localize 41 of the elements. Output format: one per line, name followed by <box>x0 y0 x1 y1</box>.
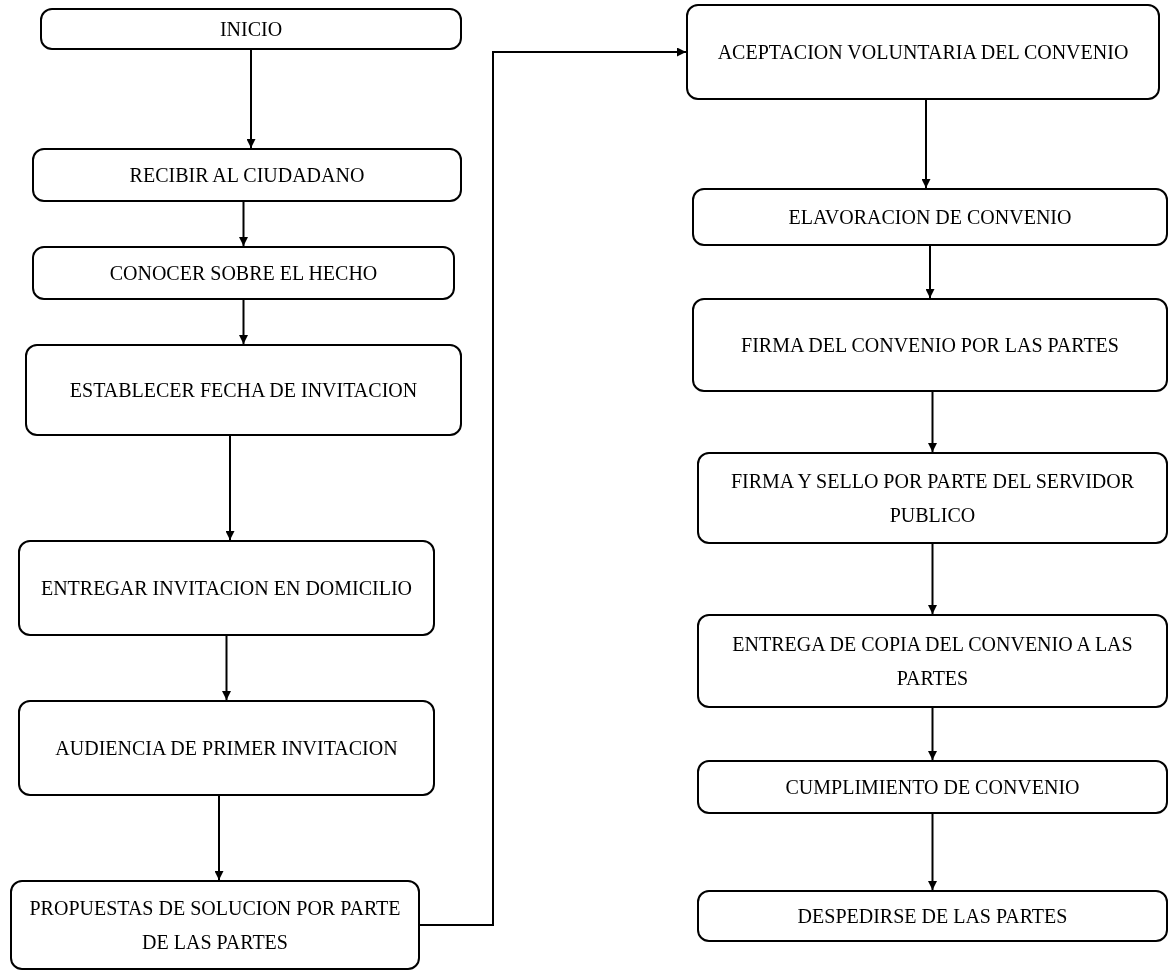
arrow <box>419 47 687 926</box>
arrow <box>928 813 937 891</box>
process-box <box>10 880 420 970</box>
step-label: CONOCER SOBRE EL HECHO <box>109 261 378 286</box>
step-label: CUMPLIMIENTO DE CONVENIO <box>785 775 1080 800</box>
arrow <box>928 391 937 453</box>
arrow <box>225 435 235 541</box>
arrow <box>239 299 248 345</box>
arrow <box>222 635 231 701</box>
step-label: ENTREGA DE COPIA DEL CONVENIO A LAS PARTES <box>731 632 1134 691</box>
step-label: ESTABLECER FECHA DE INVITACION <box>69 378 418 403</box>
step-label: ELAVORACION DE CONVENIO <box>788 205 1072 230</box>
step-label: PROPUESTAS DE SOLUCION POR PARTE DE LAS PARTES <box>28 896 402 955</box>
arrow <box>246 49 256 149</box>
process-box <box>32 148 462 202</box>
arrow <box>214 795 224 881</box>
arrow <box>925 245 935 299</box>
process-box <box>686 4 1160 100</box>
arrow <box>928 707 937 761</box>
step-label: ENTREGAR INVITACION EN DOMICILIO <box>40 576 413 601</box>
arrow <box>921 99 931 189</box>
process-box <box>18 540 435 636</box>
process-box <box>697 614 1168 708</box>
step-label: INICIO <box>219 17 283 42</box>
arrow <box>239 201 248 247</box>
arrow <box>928 543 937 615</box>
step-label: RECIBIR AL CIUDADANO <box>129 163 365 188</box>
step-label: FIRMA DEL CONVENIO POR LAS PARTES <box>741 333 1119 358</box>
process-box <box>692 298 1168 392</box>
step-label: ACEPTACION VOLUNTARIA DEL CONVENIO <box>717 40 1129 65</box>
process-box <box>18 700 435 796</box>
step-label: DESPEDIRSE DE LAS PARTES <box>797 904 1068 929</box>
process-box <box>697 760 1168 814</box>
process-box <box>697 452 1168 544</box>
step-label: FIRMA Y SELLO POR PARTE DEL SERVIDOR PUBLICO <box>729 469 1136 528</box>
process-box <box>25 344 462 436</box>
process-box <box>32 246 455 300</box>
process-box <box>697 890 1168 942</box>
process-box <box>692 188 1168 246</box>
step-label: AUDIENCIA DE PRIMER INVITACION <box>55 736 398 761</box>
process-box <box>40 8 462 50</box>
